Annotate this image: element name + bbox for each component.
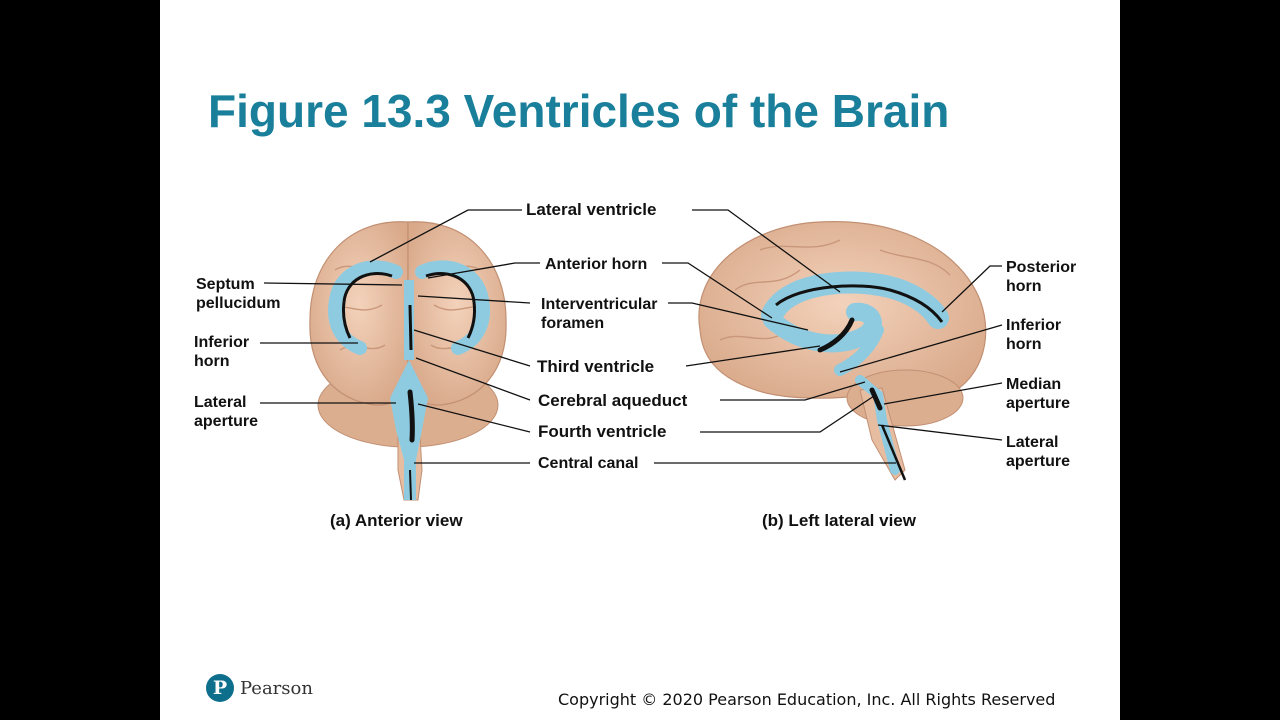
label-lateral-ventricle: Lateral ventricle — [526, 200, 656, 219]
label-anterior-horn: Anterior horn — [545, 256, 647, 273]
ventricles-figure: Lateral ventricle Anterior horn Septum p… — [194, 200, 1076, 530]
label-lateral-aperture-b-line1: Lateral — [1006, 434, 1058, 451]
copyright-notice: Copyright © 2020 Pearson Education, Inc.… — [558, 690, 1056, 709]
label-lateral-aperture-a-line2: aperture — [194, 413, 258, 430]
label-inferior-horn-b-line1: Inferior — [1006, 317, 1061, 334]
lateral-brain — [698, 221, 987, 481]
label-septum-line2: pellucidum — [196, 295, 280, 312]
label-septum-line1: Septum — [196, 276, 255, 293]
label-lateral-aperture-a-line1: Lateral — [194, 394, 246, 411]
label-interventricular-line1: Interventricular — [541, 296, 657, 313]
label-posterior-horn-line1: Posterior — [1006, 259, 1076, 276]
label-median-aperture-line2: aperture — [1006, 395, 1070, 412]
pearson-logo-icon: P — [206, 674, 234, 702]
label-inferior-horn-b-line2: horn — [1006, 336, 1042, 353]
leader-lines — [260, 209, 1003, 464]
label-inferior-horn-a-line1: Inferior — [194, 334, 249, 351]
label-inferior-horn-a-line2: horn — [194, 353, 230, 370]
diagram-labels: Lateral ventricle Anterior horn Septum p… — [194, 200, 1076, 472]
label-central-canal: Central canal — [538, 455, 638, 472]
anterior-brain — [309, 221, 507, 501]
caption-lateral-view: (b) Left lateral view — [762, 511, 917, 530]
pearson-wordmark: Pearson — [240, 677, 313, 699]
label-posterior-horn-line2: horn — [1006, 278, 1042, 295]
label-interventricular-line2: foramen — [541, 315, 604, 332]
label-median-aperture-line1: Median — [1006, 376, 1061, 393]
slide: Figure 13.3 Ventricles of the Brain — [160, 0, 1120, 720]
pearson-logo: P Pearson — [206, 674, 313, 702]
label-cerebral-aqueduct: Cerebral aqueduct — [538, 391, 688, 410]
label-fourth-ventricle: Fourth ventricle — [538, 422, 666, 441]
label-lateral-aperture-b-line2: aperture — [1006, 453, 1070, 470]
label-third-ventricle: Third ventricle — [537, 357, 654, 376]
slide-title: Figure 13.3 Ventricles of the Brain — [208, 85, 950, 137]
caption-anterior-view: (a) Anterior view — [330, 511, 463, 530]
